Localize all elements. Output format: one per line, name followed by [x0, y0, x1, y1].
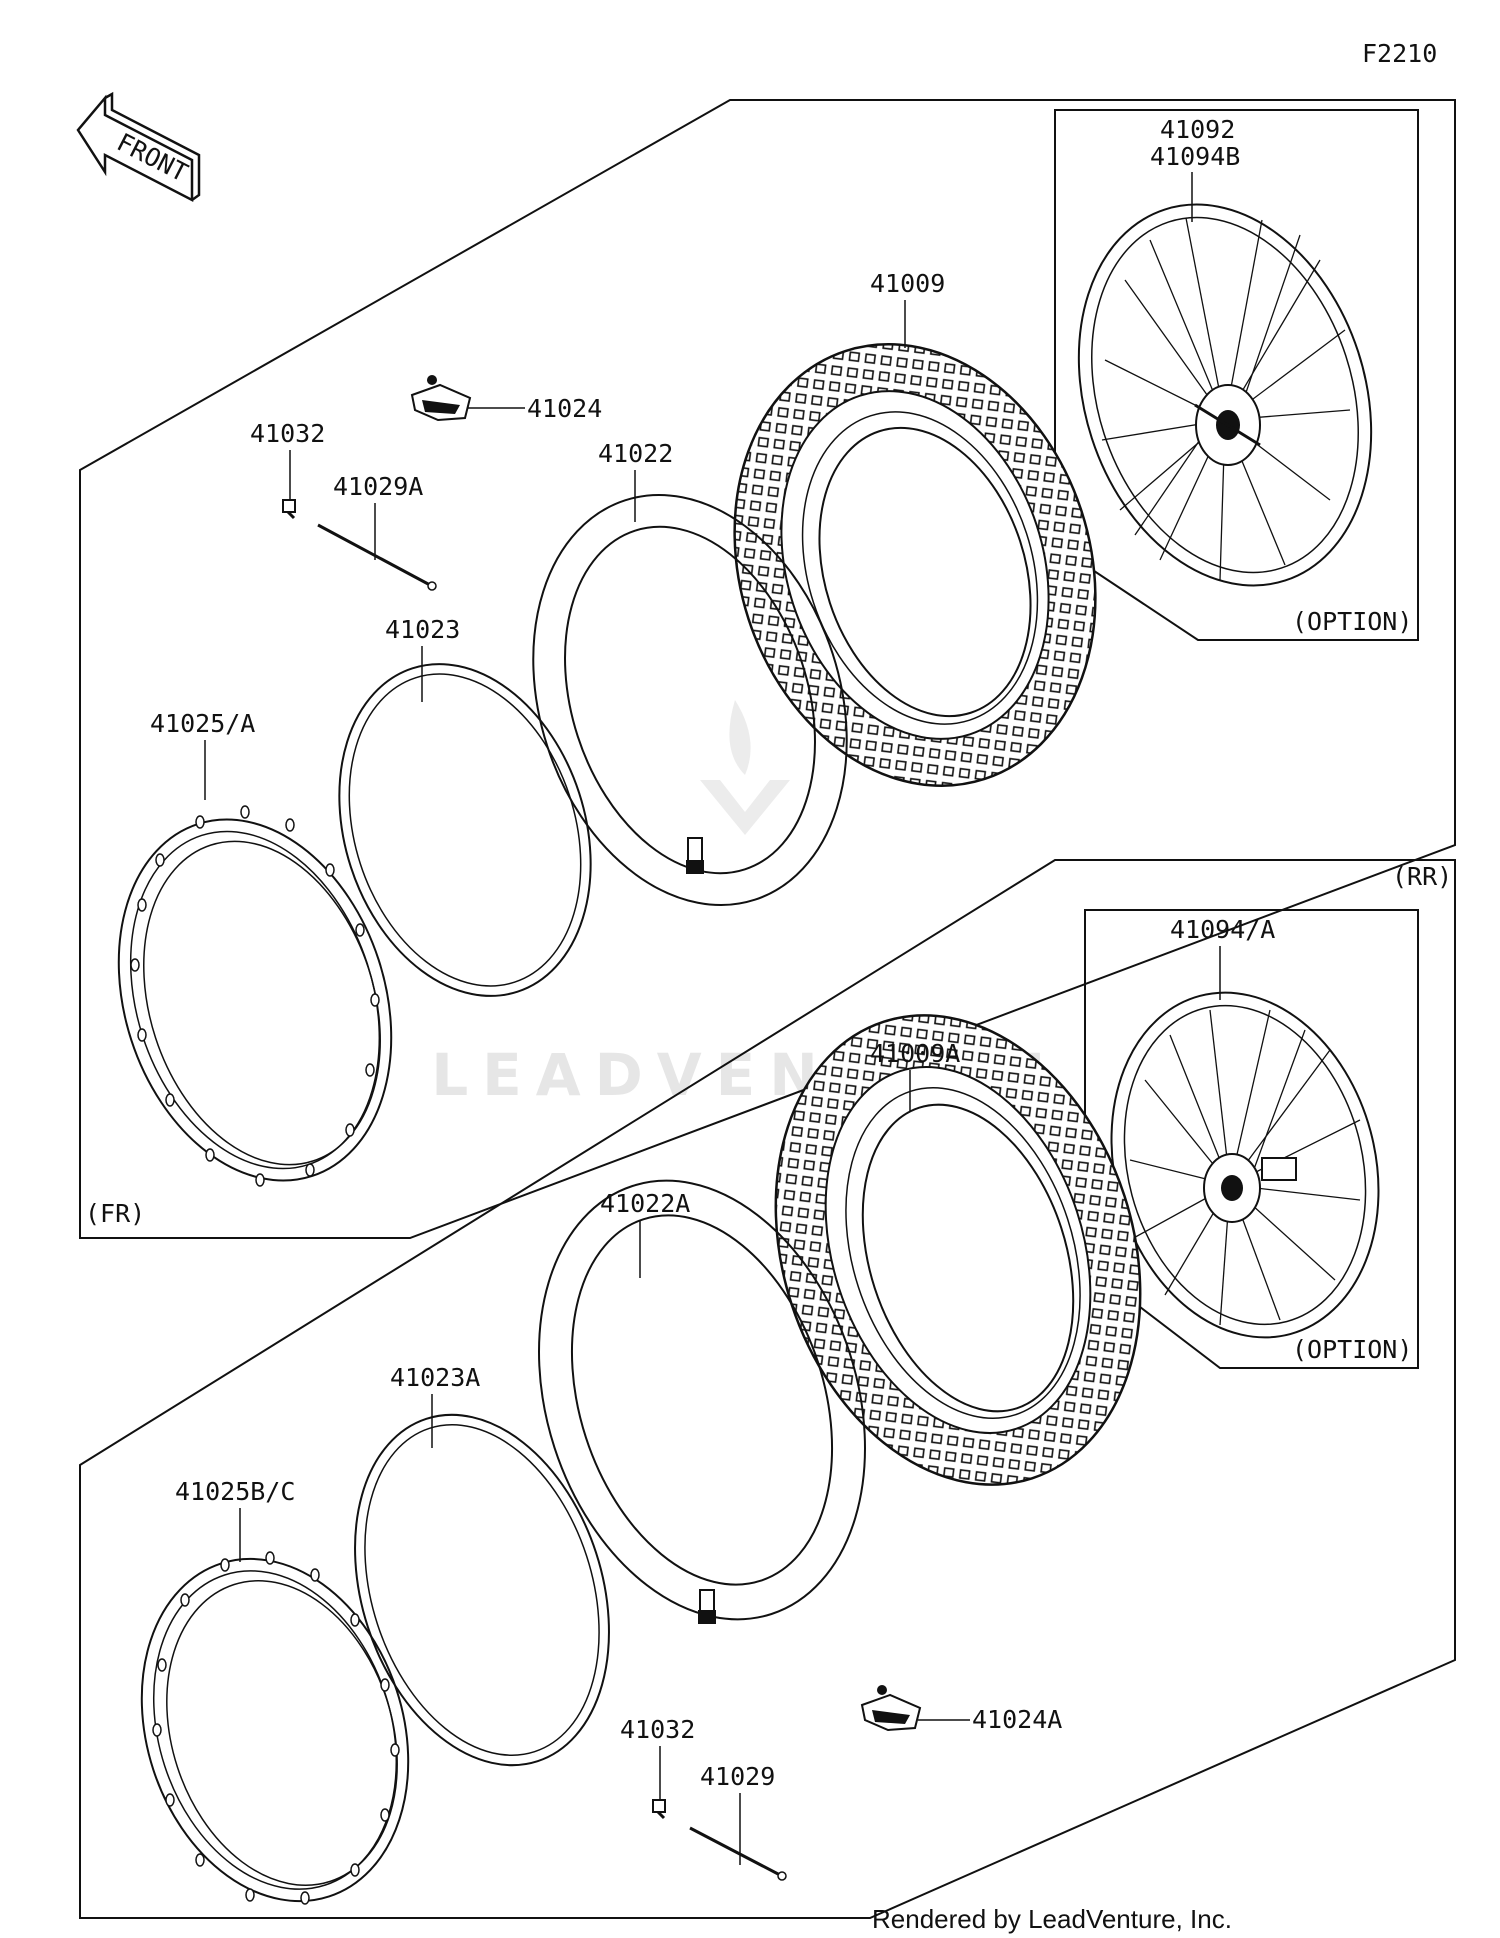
label-41022a: 41022A — [600, 1189, 690, 1218]
label-41023a: 41023A — [390, 1363, 480, 1392]
label-41009a: 41009A — [870, 1039, 960, 1068]
rear-rim-band — [354, 1413, 610, 1767]
rear-rim — [140, 1551, 410, 1905]
label-41092: 41092 — [1160, 115, 1235, 144]
front-option-tag: (OPTION) — [1292, 607, 1412, 636]
label-41094b: 41094B — [1150, 142, 1240, 171]
front-nipple — [282, 499, 296, 520]
label-41029: 41029 — [700, 1762, 775, 1791]
label-41094a: 41094/A — [1170, 915, 1275, 944]
label-41022: 41022 — [598, 439, 673, 468]
label-41024: 41024 — [527, 394, 602, 423]
rear-tube — [538, 1179, 866, 1624]
rear-spoke — [689, 1826, 787, 1881]
figure-code: F2210 — [1362, 39, 1437, 68]
front-section-tag: (FR) — [85, 1199, 145, 1228]
rear-section-frame — [79, 859, 1456, 1919]
label-41023: 41023 — [385, 615, 460, 644]
front-section-frame — [79, 99, 1456, 1239]
label-41032-rear: 41032 — [620, 1715, 695, 1744]
rear-section-tag: (RR) — [1392, 862, 1452, 891]
label-41025a: 41025/A — [150, 709, 255, 738]
front-option-box — [1054, 109, 1419, 641]
label-41024a: 41024A — [972, 1705, 1062, 1734]
label-41009: 41009 — [870, 269, 945, 298]
rear-tire — [774, 1014, 1142, 1486]
label-41032-front: 41032 — [250, 419, 325, 448]
rear-wheel-assembly — [1110, 991, 1380, 1339]
label-41025bc: 41025B/C — [175, 1477, 295, 1506]
front-arrow-icon: FRONT — [76, 91, 201, 203]
label-41029a: 41029A — [333, 472, 423, 501]
front-tire — [733, 343, 1097, 787]
front-spoke — [317, 523, 437, 591]
rear-nipple — [652, 1799, 666, 1820]
front-wheel-assembly — [1077, 203, 1373, 587]
front-rim-band — [338, 663, 592, 997]
front-rim — [117, 805, 393, 1187]
credit-text: Rendered by LeadVenture, Inc. — [872, 1904, 1232, 1934]
rear-option-tag: (OPTION) — [1292, 1335, 1412, 1364]
rear-rim-lock — [860, 1685, 922, 1732]
front-rim-lock — [410, 375, 472, 422]
